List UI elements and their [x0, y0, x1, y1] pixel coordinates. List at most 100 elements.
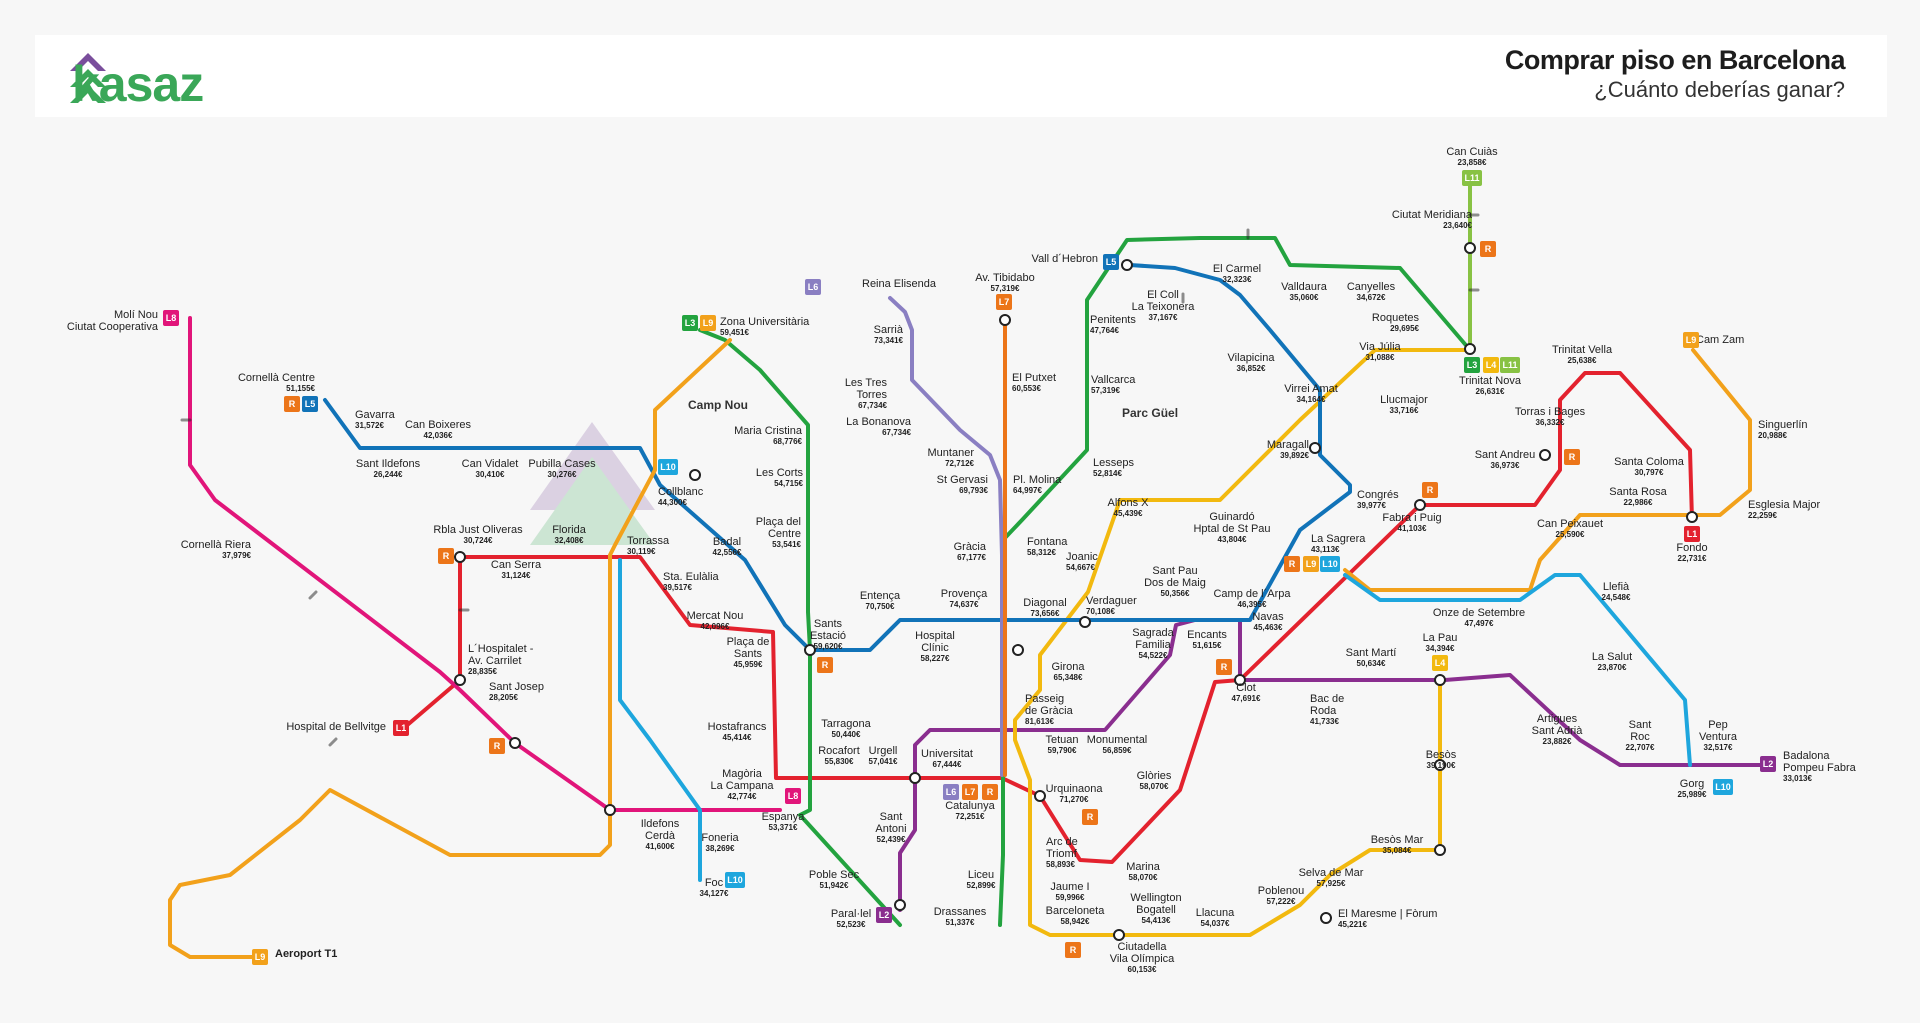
- station-marker[interactable]: [1034, 790, 1046, 802]
- station-marker[interactable]: [454, 551, 466, 563]
- station-marker[interactable]: [1113, 929, 1125, 941]
- station-marker[interactable]: [1434, 844, 1446, 856]
- station-marker[interactable]: [1539, 449, 1551, 461]
- station-marker[interactable]: [909, 772, 921, 784]
- station-marker[interactable]: [1434, 759, 1446, 771]
- station-marker[interactable]: [1464, 343, 1476, 355]
- station-marker[interactable]: [1121, 259, 1133, 271]
- station-marker[interactable]: [689, 469, 701, 481]
- station-marker[interactable]: [1434, 674, 1446, 686]
- station-reina-elisenda[interactable]: Reina Elisenda: [862, 278, 937, 290]
- station-marker[interactable]: [1309, 442, 1321, 454]
- station-jaume-i[interactable]: Jaume I59,996€: [1050, 881, 1089, 902]
- station-marker[interactable]: [1234, 674, 1246, 686]
- station-marker[interactable]: [1464, 242, 1476, 254]
- station-cam-zam[interactable]: Cam Zam: [1696, 334, 1744, 346]
- station-marker[interactable]: [604, 804, 616, 816]
- station-marker[interactable]: [1686, 511, 1698, 523]
- station-marker[interactable]: [999, 314, 1011, 326]
- station-marker[interactable]: [1012, 644, 1024, 656]
- station-marker[interactable]: [1414, 499, 1426, 511]
- station-marker[interactable]: [804, 644, 816, 656]
